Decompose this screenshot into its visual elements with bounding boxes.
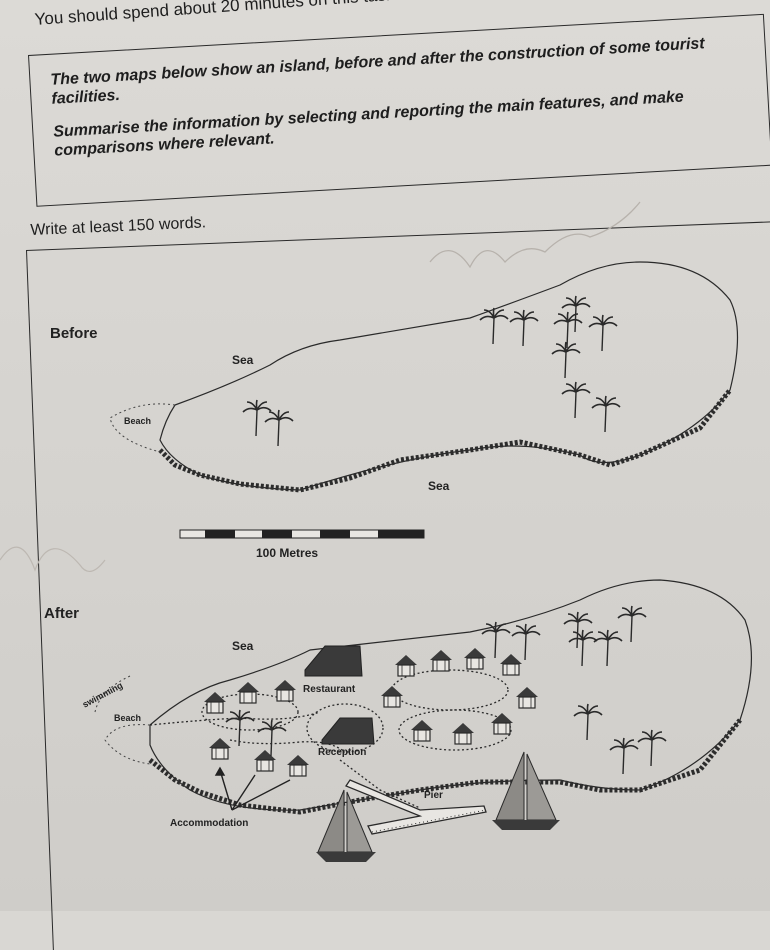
swimming-label: swimming xyxy=(81,680,125,709)
before-title: Before xyxy=(50,325,98,342)
before-sea-bottom: Sea xyxy=(428,479,450,493)
before-beach-outline xyxy=(109,403,176,453)
reception-label: Reception xyxy=(318,747,366,758)
after-beach-label: Beach xyxy=(114,713,141,723)
before-rocky-coast xyxy=(158,388,732,493)
scale-label: 100 Metres xyxy=(256,546,318,560)
hut-icon xyxy=(203,647,539,777)
reception-building xyxy=(321,717,375,745)
palm-tree-icon xyxy=(242,295,621,447)
before-beach-label: Beach xyxy=(124,416,151,426)
after-rocky-coast xyxy=(148,718,742,815)
restaurant-label: Restaurant xyxy=(303,684,356,695)
after-island-outline xyxy=(149,579,753,811)
after-beach-outline xyxy=(104,724,151,765)
pier xyxy=(345,779,487,835)
sailboat-icon xyxy=(316,751,560,862)
pier-label: Pier xyxy=(424,790,443,801)
swimming-area xyxy=(94,675,131,713)
before-island-outline xyxy=(159,261,739,491)
before-sea-top: Sea xyxy=(232,353,254,367)
restaurant-building xyxy=(304,645,363,677)
accommodation-arrows xyxy=(214,766,291,811)
accommodation-label: Accommodation xyxy=(170,818,248,829)
scale-bar: 100 Metres xyxy=(179,529,425,560)
before-map: Before Sea Sea Beach xyxy=(50,261,739,493)
after-sea-label: Sea xyxy=(232,639,254,653)
after-title: After xyxy=(44,605,79,622)
pen-scribbles xyxy=(0,201,641,572)
island-maps: Before Sea Sea Beach 100 Metres xyxy=(44,261,753,862)
after-map: After Sea swimming Beach Restaurant Rece… xyxy=(44,579,753,862)
